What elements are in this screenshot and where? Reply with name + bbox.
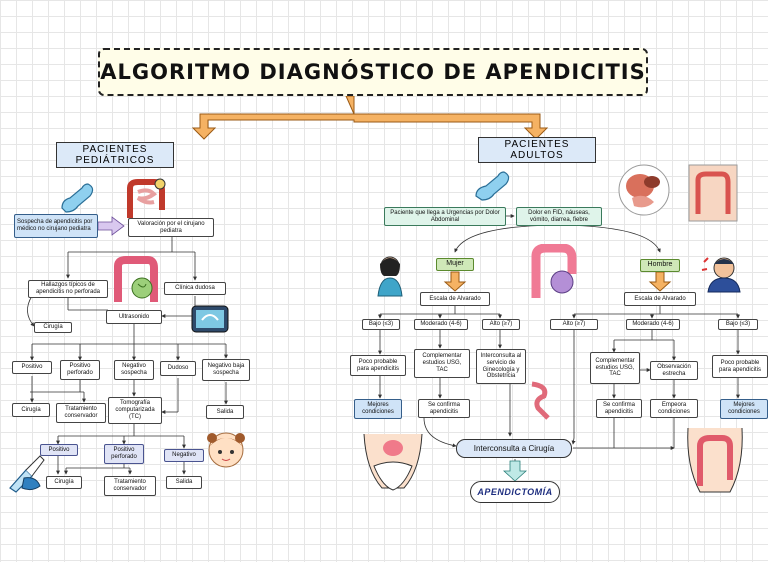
negativo-sospecha-node: Negativo sospecha bbox=[114, 360, 154, 380]
poco-probable-mujer-node: Poco probable para apendicitis bbox=[350, 355, 406, 376]
colon-icon bbox=[112, 256, 160, 306]
llega-urgencias-node: Paciente que llega a Urgencias por Dolor… bbox=[384, 207, 506, 226]
ultrasonido-node: Ultrasonido bbox=[106, 310, 162, 324]
stomach-organs-icon bbox=[618, 162, 670, 218]
valoracion-node: Valoración por el cirujano pediatra bbox=[128, 218, 214, 237]
cirugia-node-1: Cirugía bbox=[34, 322, 72, 333]
pediatric-heading: PACIENTES PEDIÁTRICOS bbox=[56, 142, 174, 168]
title-box: ALGORITMO DIAGNÓSTICO DE APENDICITIS bbox=[98, 48, 648, 96]
dudoso-node: Dudoso bbox=[160, 361, 196, 376]
tc-positivo-node: Positivo bbox=[40, 444, 78, 456]
man-pain-icon bbox=[700, 254, 746, 294]
intestine-icon bbox=[526, 380, 554, 420]
pelvis-icon bbox=[360, 430, 426, 494]
bajo-hombre-node: Bajo (≤3) bbox=[718, 319, 758, 330]
mejores-hombre-node: Mejores condiciones bbox=[720, 399, 768, 419]
dolor-node: Dolor en FID, náuseas, vómito, diarrea, … bbox=[516, 207, 602, 226]
confirma-hombre-node: Se confirma apendicitis bbox=[596, 399, 642, 418]
tc-positivo-perforado-node: Positivo perforado bbox=[104, 444, 144, 464]
abdomen-icon bbox=[688, 164, 738, 222]
ultrasound-icon bbox=[190, 302, 232, 336]
complementar-mujer-node: Complementar estudios USG, TAC bbox=[414, 349, 470, 378]
tratamiento-node-1: Tratamiento conservador bbox=[56, 403, 106, 423]
salida-node-2: Salida bbox=[166, 476, 202, 489]
pointing-hand-icon bbox=[472, 170, 514, 204]
escala-hombre-node: Escala de Alvarado bbox=[624, 292, 696, 306]
complementar-hombre-node: Complementar estudios USG, TAC bbox=[590, 352, 640, 384]
cirugia-node-2: Cirugía bbox=[12, 403, 50, 417]
page-title: ALGORITMO DIAGNÓSTICO DE APENDICITIS bbox=[100, 60, 646, 84]
moderado-hombre-node: Moderado (4-6) bbox=[626, 319, 680, 330]
pointing-hand-icon bbox=[58, 182, 98, 216]
colon-body-icon bbox=[684, 426, 746, 494]
observacion-node: Observación estrecha bbox=[650, 361, 698, 380]
tc-negativo-node: Negativo bbox=[164, 449, 204, 462]
clinica-dudosa-node: Clínica dudosa bbox=[164, 282, 226, 295]
sospecha-node: Sospecha de apendicitis por médico no ci… bbox=[14, 214, 98, 238]
negativo-baja-node: Negativo baja sospecha bbox=[202, 359, 250, 381]
woman-icon bbox=[372, 252, 408, 298]
mejores-mujer-node: Mejores condiciones bbox=[354, 399, 402, 419]
interconsulta-cirugia-node: Interconsulta a Cirugía bbox=[456, 439, 572, 458]
confirma-mujer-node: Se confirma apendicitis bbox=[418, 399, 470, 418]
syringe-hand-icon bbox=[6, 448, 50, 494]
poco-probable-hombre-node: Poco probable para apendicitis bbox=[712, 355, 768, 378]
salida-node-1: Salida bbox=[206, 405, 244, 419]
escala-mujer-node: Escala de Alvarado bbox=[420, 292, 490, 306]
positivo-node: Positivo bbox=[12, 361, 52, 374]
positivo-perforado-node: Positivo perforado bbox=[60, 360, 100, 380]
alto-hombre-node: Alto (≥7) bbox=[550, 319, 598, 330]
tratamiento-node-2: Tratamiento conservador bbox=[104, 476, 156, 496]
hallazgos-node: Hallazgos típicos de apendicitis no perf… bbox=[28, 280, 108, 298]
tac-node: Tomografía computarizada (TC) bbox=[108, 397, 162, 424]
intestine-icon bbox=[124, 178, 168, 222]
hombre-node: Hombre bbox=[640, 259, 680, 272]
apendicectomia-node: APENDICTOMÍA bbox=[470, 481, 560, 503]
moderado-mujer-node: Moderado (4-6) bbox=[414, 319, 468, 330]
bajo-mujer-node: Bajo (≤3) bbox=[362, 319, 400, 330]
adult-heading: PACIENTES ADULTOS bbox=[478, 137, 596, 163]
appendix-icon bbox=[528, 243, 578, 300]
interconsulta-gineco-node: Interconsulta al servicio de Ginecología… bbox=[476, 349, 526, 384]
mujer-node: Mujer bbox=[436, 258, 474, 271]
child-face-icon bbox=[206, 428, 246, 472]
empeora-node: Empeora condiciones bbox=[650, 399, 698, 418]
alto-mujer-node: Alto (≥7) bbox=[482, 319, 520, 330]
cirugia-node-3: Cirugía bbox=[46, 476, 82, 489]
